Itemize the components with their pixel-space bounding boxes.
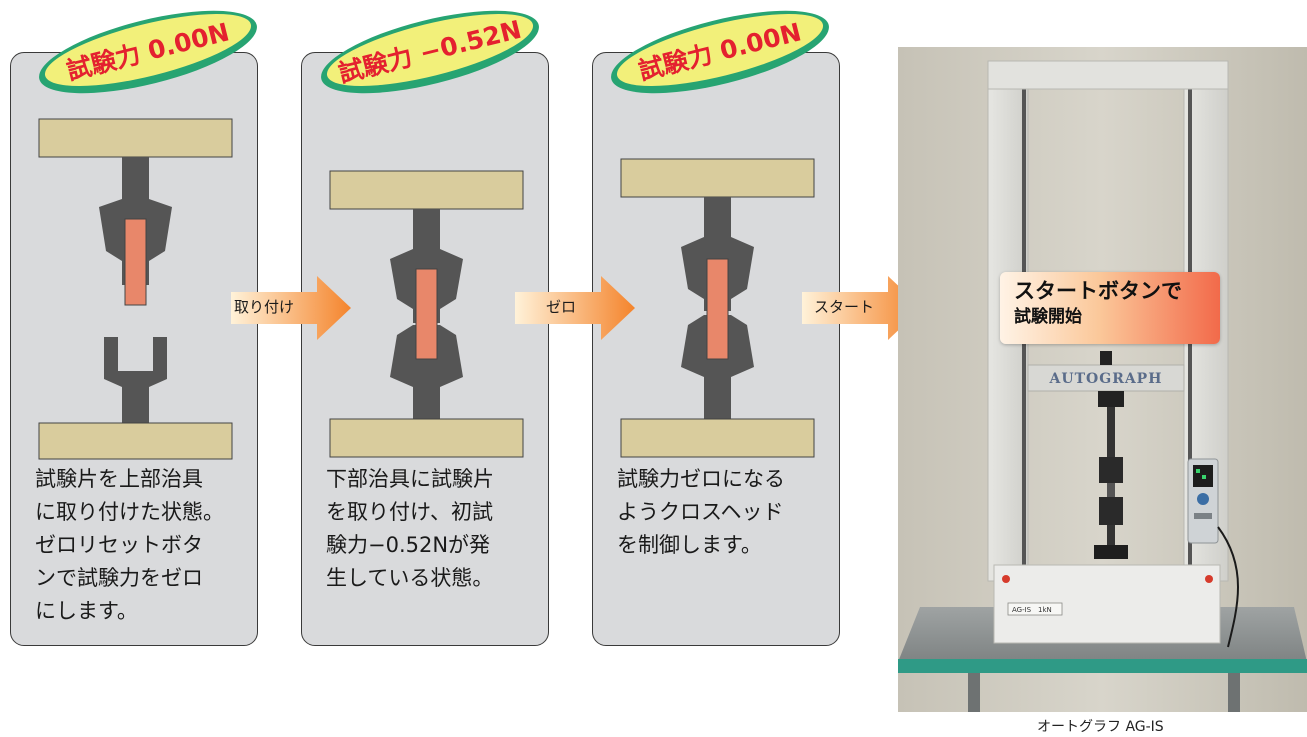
arrow-label-zero: ゼロ (546, 298, 577, 316)
machine-brand: AUTOGRAPH (1049, 371, 1163, 387)
arrow-attach (231, 276, 351, 340)
lower-grip-rod (704, 377, 731, 419)
fixture-diagram (38, 118, 233, 460)
lower-grip-rod (413, 387, 440, 419)
lower-crosshead (38, 422, 233, 460)
stage-description: 下部治具に試験片 を取り付け、初試 験力−0.52Nが発 生している状態。 (326, 467, 494, 590)
arrow-zero (515, 276, 635, 340)
force-badge-1: 試験力 0.00N (39, 10, 257, 94)
capacity-plate: 1kN (1038, 606, 1052, 614)
stage-panel-3: 試験力ゼロになる ようクロスヘッド を制御します。 (592, 52, 840, 646)
specimen (415, 268, 438, 360)
specimen (706, 258, 729, 360)
callout-line-1: スタートボタンで (1014, 279, 1182, 303)
stage-panel-1: 試験片を上部治具 に取り付けた状態。 ゼロリセットボタ ンで試験力をゼロ にしま… (10, 52, 258, 646)
callout-line-2: 試験開始 (1014, 307, 1082, 327)
stage-description: 試験力ゼロになる ようクロスヘッド を制御します。 (617, 467, 785, 557)
lower-grip (104, 337, 167, 423)
upper-grip-rod (704, 197, 731, 237)
arrow-label-attach: 取り付け (234, 298, 295, 316)
stage-description: 試験片を上部治具 に取り付けた状態。 ゼロリセットボタ ンで試験力をゼロ にしま… (35, 467, 224, 623)
fixture-diagram (329, 170, 524, 458)
start-callout: スタートボタンで 試験開始 (1000, 272, 1220, 344)
lower-crosshead (329, 418, 524, 458)
force-badge-2: 試験力 −0.52N (321, 10, 539, 94)
upper-grip-rod (413, 209, 440, 249)
machine-photo: AUTOGRAPH AG-IS 1kN (898, 47, 1307, 712)
upper-crosshead (620, 158, 815, 198)
upper-grip-rod (122, 157, 149, 199)
stage-panel-2: 下部治具に試験片 を取り付け、初試 験力−0.52Nが発 生している状態。 (301, 52, 549, 646)
machine-illustration: AUTOGRAPH AG-IS 1kN (898, 47, 1307, 712)
upper-crosshead (329, 170, 524, 210)
force-badge-3: 試験力 0.00N (611, 10, 829, 94)
specimen (124, 218, 147, 306)
lower-crosshead (620, 418, 815, 458)
upper-crosshead (38, 118, 233, 158)
fixture-diagram (620, 158, 815, 458)
photo-caption: オートグラフ AG-IS (1037, 719, 1164, 735)
arrow-start (802, 276, 922, 340)
model-plate: AG-IS (1012, 606, 1032, 614)
arrow-label-start: スタート (814, 298, 875, 316)
